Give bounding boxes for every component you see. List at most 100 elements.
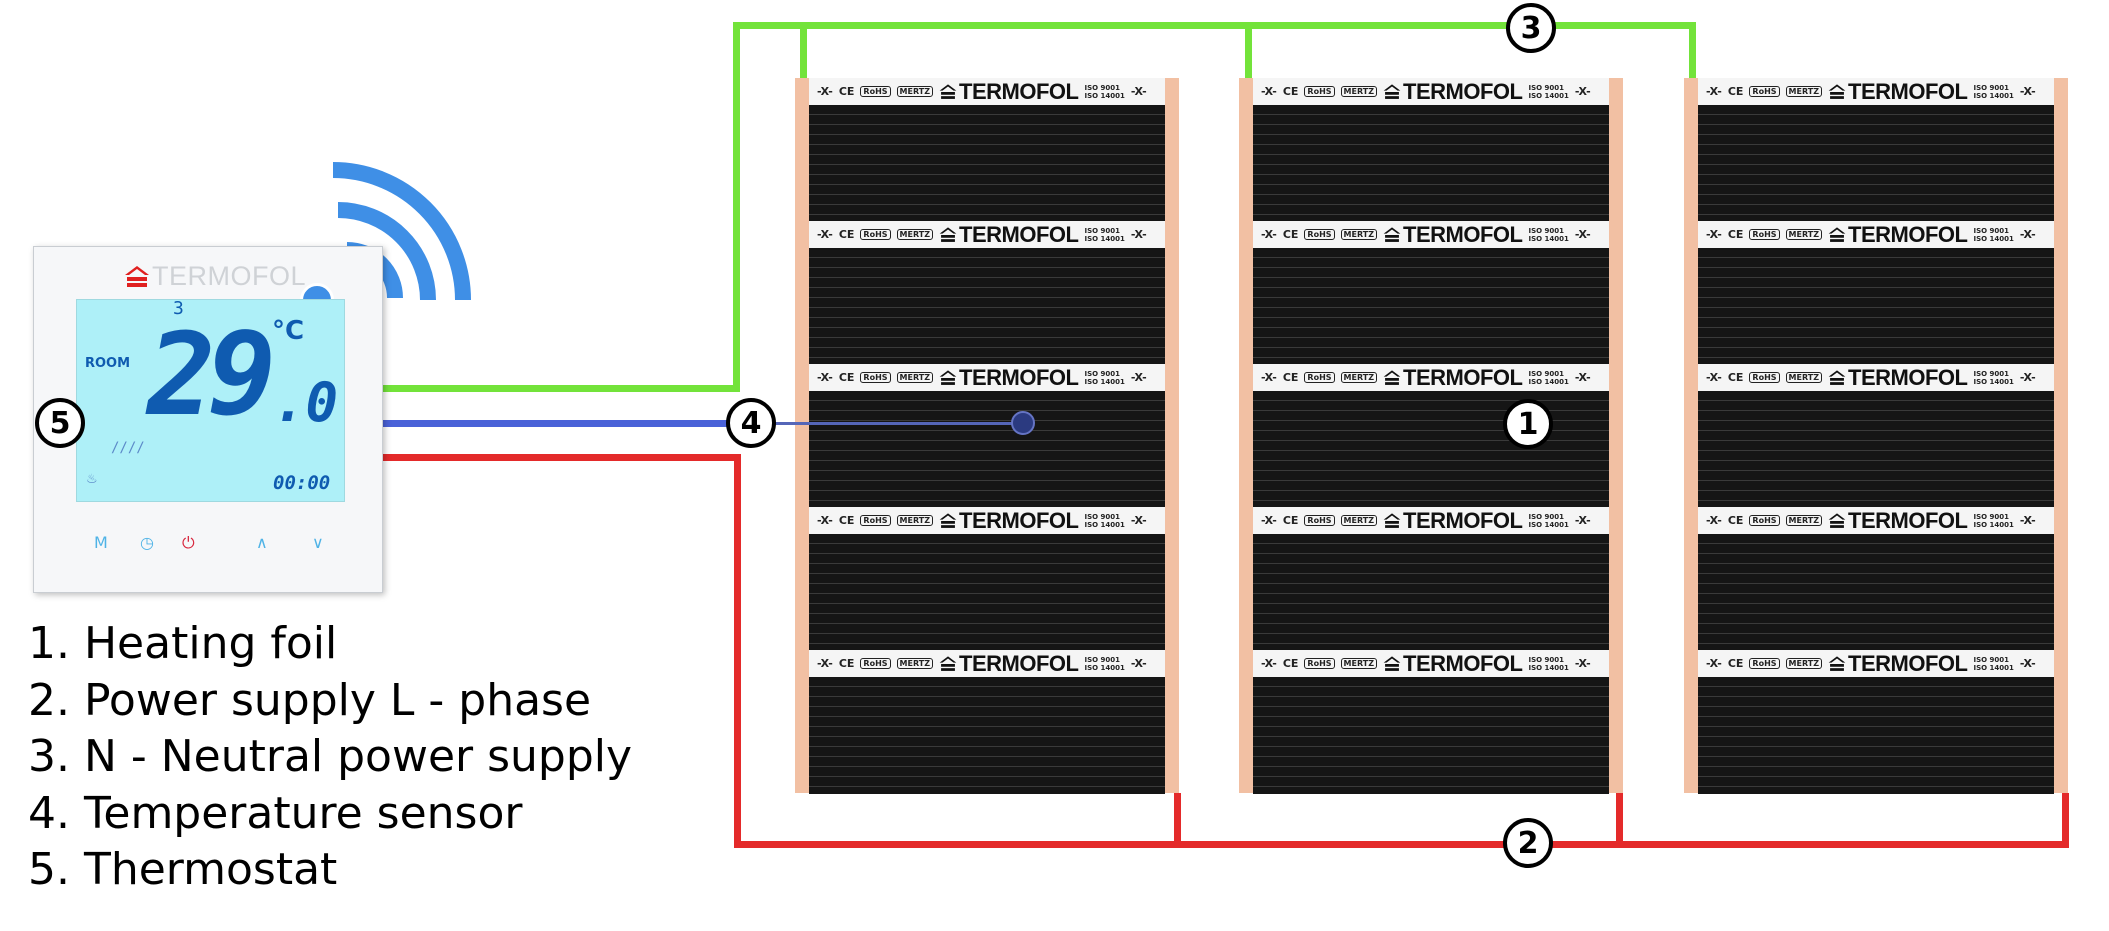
roof-logo-icon: [939, 655, 957, 671]
cert-symbol: -X-: [1261, 371, 1277, 384]
roof-logo-icon: [939, 369, 957, 385]
foil-brand-text: TERMOFOL: [1848, 507, 1968, 533]
neutral-wire-drop-3: [1689, 22, 1696, 78]
cert-symbol: CE: [838, 85, 855, 98]
thermostat-screen: 3 ROOM 29 °C .0 //// ♨ 00:00: [76, 298, 345, 502]
legend-item: 3. N - Neutral power supply: [28, 731, 633, 782]
foil-heating-band: [1253, 391, 1609, 508]
cert-symbol: RoHS: [1749, 658, 1780, 669]
cert-symbol: MERTZ: [896, 229, 934, 240]
cert-symbol: -X-: [1706, 228, 1722, 241]
foil-brand-text: TERMOFOL: [1403, 507, 1523, 533]
foil-brand: TERMOFOL: [1828, 507, 1968, 534]
phase-wire-bottom: [734, 841, 2069, 848]
cert-symbol: CE: [1282, 371, 1299, 384]
cert-symbol: CE: [1727, 371, 1744, 384]
cert-symbol: RoHS: [1304, 86, 1335, 97]
legend-item: 4. Temperature sensor: [28, 787, 523, 839]
cert-symbol: -X-: [1130, 657, 1147, 670]
foil-brand: TERMOFOL: [1383, 650, 1523, 677]
foil-heating-band: [1698, 105, 2054, 222]
cert-symbol: MERTZ: [1785, 515, 1823, 526]
foil-brand-text: TERMOFOL: [1403, 78, 1523, 104]
cert-symbol: CE: [1282, 85, 1299, 98]
phase-wire-rise-1: [1174, 793, 1181, 848]
cert-symbol: -X-: [1261, 514, 1277, 527]
foil-heating-band: [1698, 534, 2054, 651]
cert-symbol: -X-: [1130, 228, 1147, 241]
roof-logo-icon: [939, 83, 957, 99]
cert-symbol: CE: [838, 657, 855, 670]
foil-brand: TERMOFOL: [1383, 364, 1523, 391]
thermostat: TERMOFOL 3 ROOM 29 °C .0 //// ♨ 00:00 M …: [33, 246, 383, 593]
cert-symbol: -X-: [1130, 85, 1147, 98]
cert-symbol: MERTZ: [896, 515, 934, 526]
foil-brand: TERMOFOL: [939, 79, 1079, 105]
heating-waves-icon: ////: [111, 440, 145, 456]
sensor-wire-in-foil: [738, 422, 1025, 425]
cert-symbol: -X-: [2019, 371, 2036, 384]
phase-wire-from-thermostat: [383, 454, 741, 461]
clock-button[interactable]: ◷: [140, 533, 154, 552]
cert-symbol: -X-: [817, 228, 833, 241]
cert-symbol: MERTZ: [1340, 229, 1378, 240]
neutral-wire-to-thermostat: [383, 385, 740, 392]
flame-icon: ♨: [87, 468, 97, 487]
phase-wire-vertical: [734, 454, 741, 848]
roof-logo-icon: [1828, 83, 1846, 99]
phase-wire-rise-2: [1616, 793, 1623, 848]
mode-button[interactable]: M: [94, 533, 108, 552]
neutral-wire-drop-1: [800, 22, 807, 78]
sensor-wire: [383, 420, 738, 427]
cert-symbol: -X-: [817, 371, 833, 384]
badge-heating-foil: 1: [1503, 399, 1553, 449]
roof-logo-icon: [1383, 512, 1401, 528]
roof-logo-icon: [1828, 226, 1846, 242]
foil-brand-text: TERMOFOL: [1848, 650, 1968, 676]
cert-symbol: -X-: [817, 657, 833, 670]
foil-brand-text: TERMOFOL: [1403, 364, 1523, 390]
cert-symbol: -X-: [2019, 657, 2036, 670]
neutral-wire-top: [733, 22, 1696, 29]
neutral-wire-drop-2: [1245, 22, 1252, 78]
roof-logo-icon: [1383, 83, 1401, 99]
down-button[interactable]: ∨: [312, 533, 324, 552]
foil-rail: [795, 78, 809, 793]
cert-symbol: RoHS: [860, 372, 891, 383]
cert-symbol: CE: [838, 514, 855, 527]
foil-brand-text: TERMOFOL: [1848, 364, 1968, 390]
badge-phase: 2: [1503, 818, 1553, 868]
cert-symbol: MERTZ: [896, 86, 934, 97]
foil-heating-band: [809, 534, 1165, 651]
up-button[interactable]: ∧: [256, 533, 268, 552]
cert-symbol: MERTZ: [1785, 229, 1823, 240]
foil-brand-text: TERMOFOL: [1403, 650, 1523, 676]
cert-symbol: RoHS: [860, 658, 891, 669]
cert-symbol: CE: [1727, 85, 1744, 98]
legend-item: 2. Power supply L - phase: [28, 674, 592, 726]
power-button[interactable]: ⏻: [182, 533, 195, 552]
lcd-time: 00:00: [273, 472, 331, 494]
legend-item: 1. Heating foil: [28, 618, 338, 669]
roof-logo-icon: [125, 265, 149, 287]
